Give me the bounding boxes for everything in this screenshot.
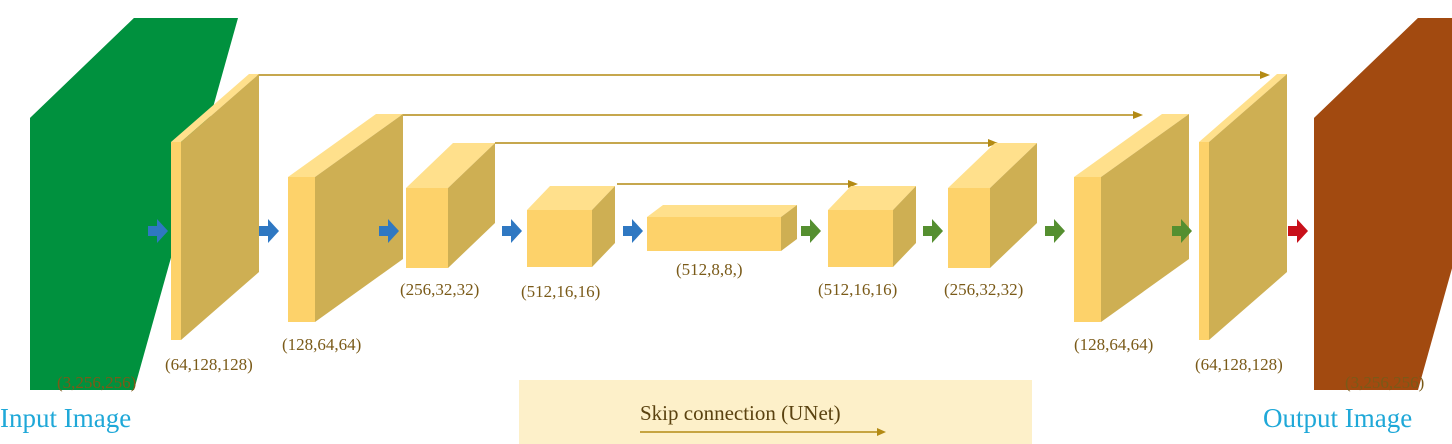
down-arrow-1: [148, 219, 168, 243]
up-arrow-2: [923, 219, 943, 243]
up-arrow-3: [1045, 219, 1065, 243]
decoder-block-2: [948, 143, 1037, 268]
output-image-label: Output Image: [1263, 403, 1412, 433]
skip-connection-1: [250, 71, 1270, 79]
input-image-plane: [30, 18, 238, 390]
legend-label: Skip connection (UNet): [640, 401, 841, 425]
encoder-block-3: [406, 143, 495, 268]
output-shape-label: (3,256,256): [1345, 373, 1424, 392]
down-arrow-5: [623, 219, 643, 243]
encoder-block-2: [288, 114, 403, 322]
skip-connection-3: [495, 139, 998, 147]
legend-box: [519, 380, 1032, 444]
input-shape-label: (3,256,256): [57, 373, 136, 392]
enc2-shape-label: (128,64,64): [282, 335, 361, 354]
decoder-block-3: [1074, 114, 1189, 322]
enc4-shape-label: (512,16,16): [521, 282, 600, 301]
dec4-shape-label: (64,128,128): [1195, 355, 1283, 374]
dec2-shape-label: (256,32,32): [944, 280, 1023, 299]
skip-connection-4: [617, 180, 858, 188]
input-image-label: Input Image: [0, 403, 131, 433]
legend-skip-arrow: [640, 428, 886, 436]
decoder-block-1: [828, 186, 916, 267]
dec1-shape-label: (512,16,16): [818, 280, 897, 299]
bottleneck-block: [647, 205, 797, 251]
enc1-shape-label: (64,128,128): [165, 355, 253, 374]
skip-connection-2: [376, 111, 1143, 119]
down-arrow-2: [259, 219, 279, 243]
up-arrow-1: [801, 219, 821, 243]
encoder-block-1: [171, 74, 259, 340]
output-image-plane: [1314, 18, 1452, 390]
dec3-shape-label: (128,64,64): [1074, 335, 1153, 354]
output-arrow: [1288, 219, 1308, 243]
enc3-shape-label: (256,32,32): [400, 280, 479, 299]
bottleneck-shape-label: (512,8,8,): [676, 260, 743, 279]
up-arrow-4: [1172, 219, 1192, 243]
down-arrow-4: [502, 219, 522, 243]
encoder-block-4: [527, 186, 615, 267]
decoder-block-4: [1199, 74, 1287, 340]
down-arrow-3: [379, 219, 399, 243]
